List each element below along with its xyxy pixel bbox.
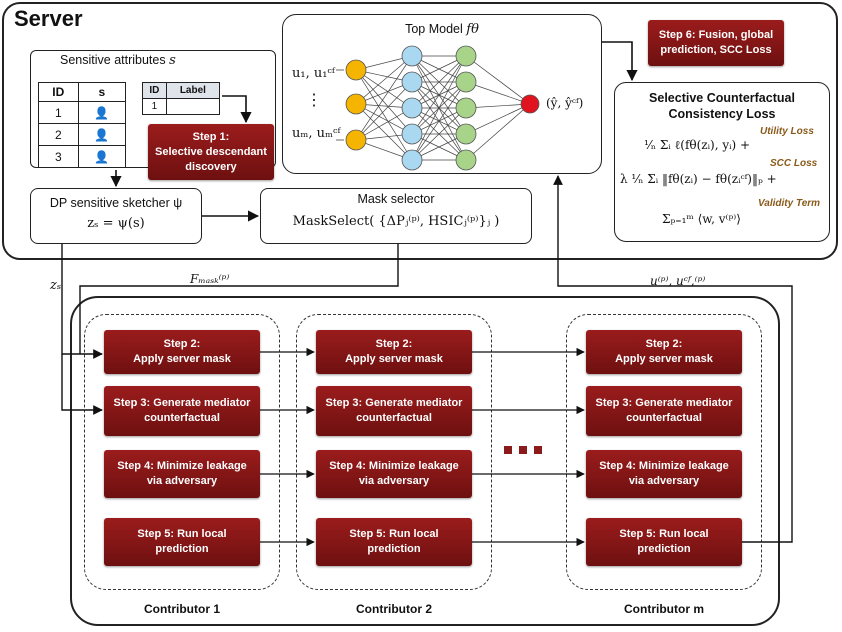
- attr-col-s: s: [77, 82, 127, 102]
- c2-step3: Step 3: Generate mediator counterfactual: [316, 386, 472, 436]
- mask-selector-box: [260, 188, 532, 244]
- server-title: Server: [14, 6, 83, 31]
- attr-col-id: ID: [38, 82, 79, 102]
- edge-label-fmask: Fₘₐₛₖ⁽ᵖ⁾: [190, 272, 230, 286]
- c1-step2: Step 2: Apply server mask: [104, 330, 260, 374]
- scc-loss-formula: λ ¹⁄ₙ Σᵢ ‖fθ(zᵢ) − fθ(zᵢᶜᶠ)‖ₚ +: [620, 172, 777, 186]
- dp-sketcher-title: DP sensitive sketcher ψ: [49, 196, 183, 210]
- label-col-label: Label: [165, 82, 221, 99]
- utility-loss-formula: ¹⁄ₙ Σᵢ ℓ(fθ(zᵢ), yᵢ) +: [644, 138, 751, 152]
- input-last-label: uₘ, uₘᶜᶠ: [292, 126, 341, 141]
- input-dots: ⋮: [306, 90, 322, 109]
- cm-step5: Step 5: Run local prediction: [586, 518, 742, 566]
- attr-row-id: 2: [38, 123, 79, 146]
- scc-loss-tag: SCC Loss: [770, 158, 818, 169]
- contributor-1-label: Contributor 1: [144, 602, 220, 616]
- attr-row-id: 3: [38, 145, 79, 168]
- ellipsis-dots: [504, 446, 554, 456]
- label-col-id: ID: [142, 82, 167, 99]
- cm-step3: Step 3: Generate mediator counterfactual: [586, 386, 742, 436]
- person-icon: 👤: [77, 145, 127, 168]
- top-model-box: [282, 14, 602, 174]
- label-row-id: 1: [142, 98, 167, 115]
- person-icon: 👤: [77, 101, 127, 124]
- dp-sketcher-formula: zₛ = ψ(s): [87, 216, 145, 231]
- c1-step4: Step 4: Minimize leakage via adversary: [104, 450, 260, 498]
- step6-fusion: Step 6: Fusion, global prediction, SCC L…: [648, 20, 784, 66]
- cm-step2: Step 2: Apply server mask: [586, 330, 742, 374]
- top-model-title: Top Model fθ: [405, 22, 479, 37]
- output-label: (ŷ, ŷᶜᶠ): [546, 96, 584, 110]
- sensitive-attributes-title: Sensitive attributes s: [60, 53, 176, 68]
- input-first-label: u₁, u₁ᶜᶠ: [292, 66, 335, 81]
- contributor-m-label: Contributor m: [624, 602, 704, 616]
- c2-step4: Step 4: Minimize leakage via adversary: [316, 450, 472, 498]
- c2-step2: Step 2: Apply server mask: [316, 330, 472, 374]
- person-icon: 👤: [77, 123, 127, 146]
- dp-sketcher-box: [30, 188, 202, 244]
- mask-selector-formula: MaskSelect( {ΔPⱼ⁽ᵖ⁾, HSICⱼ⁽ᵖ⁾}ⱼ ): [292, 214, 500, 229]
- utility-loss-tag: Utility Loss: [760, 126, 814, 137]
- edge-label-u: u⁽ᵖ⁾, uᶜᶠ,⁽ᵖ⁾: [650, 274, 706, 288]
- step1-selective-discovery: Step 1: Selective descendant discovery: [148, 124, 274, 180]
- c1-step5: Step 5: Run local prediction: [104, 518, 260, 566]
- validity-term-tag: Validity Term: [758, 198, 821, 209]
- edge-label-zs: zₛ: [50, 278, 62, 293]
- attr-row-id: 1: [38, 101, 79, 124]
- contributor-2-label: Contributor 2: [356, 602, 432, 616]
- scc-loss-title: Selective Counterfactual Consistency Los…: [649, 91, 795, 121]
- mask-selector-title: Mask selector: [357, 192, 435, 206]
- label-cell: [165, 98, 221, 115]
- validity-term-formula: Σₚ₌₁ᵐ ⟨w, v⁽ᵖ⁾⟩: [662, 212, 741, 226]
- c2-step5: Step 5: Run local prediction: [316, 518, 472, 566]
- c1-step3: Step 3: Generate mediator counterfactual: [104, 386, 260, 436]
- cm-step4: Step 4: Minimize leakage via adversary: [586, 450, 742, 498]
